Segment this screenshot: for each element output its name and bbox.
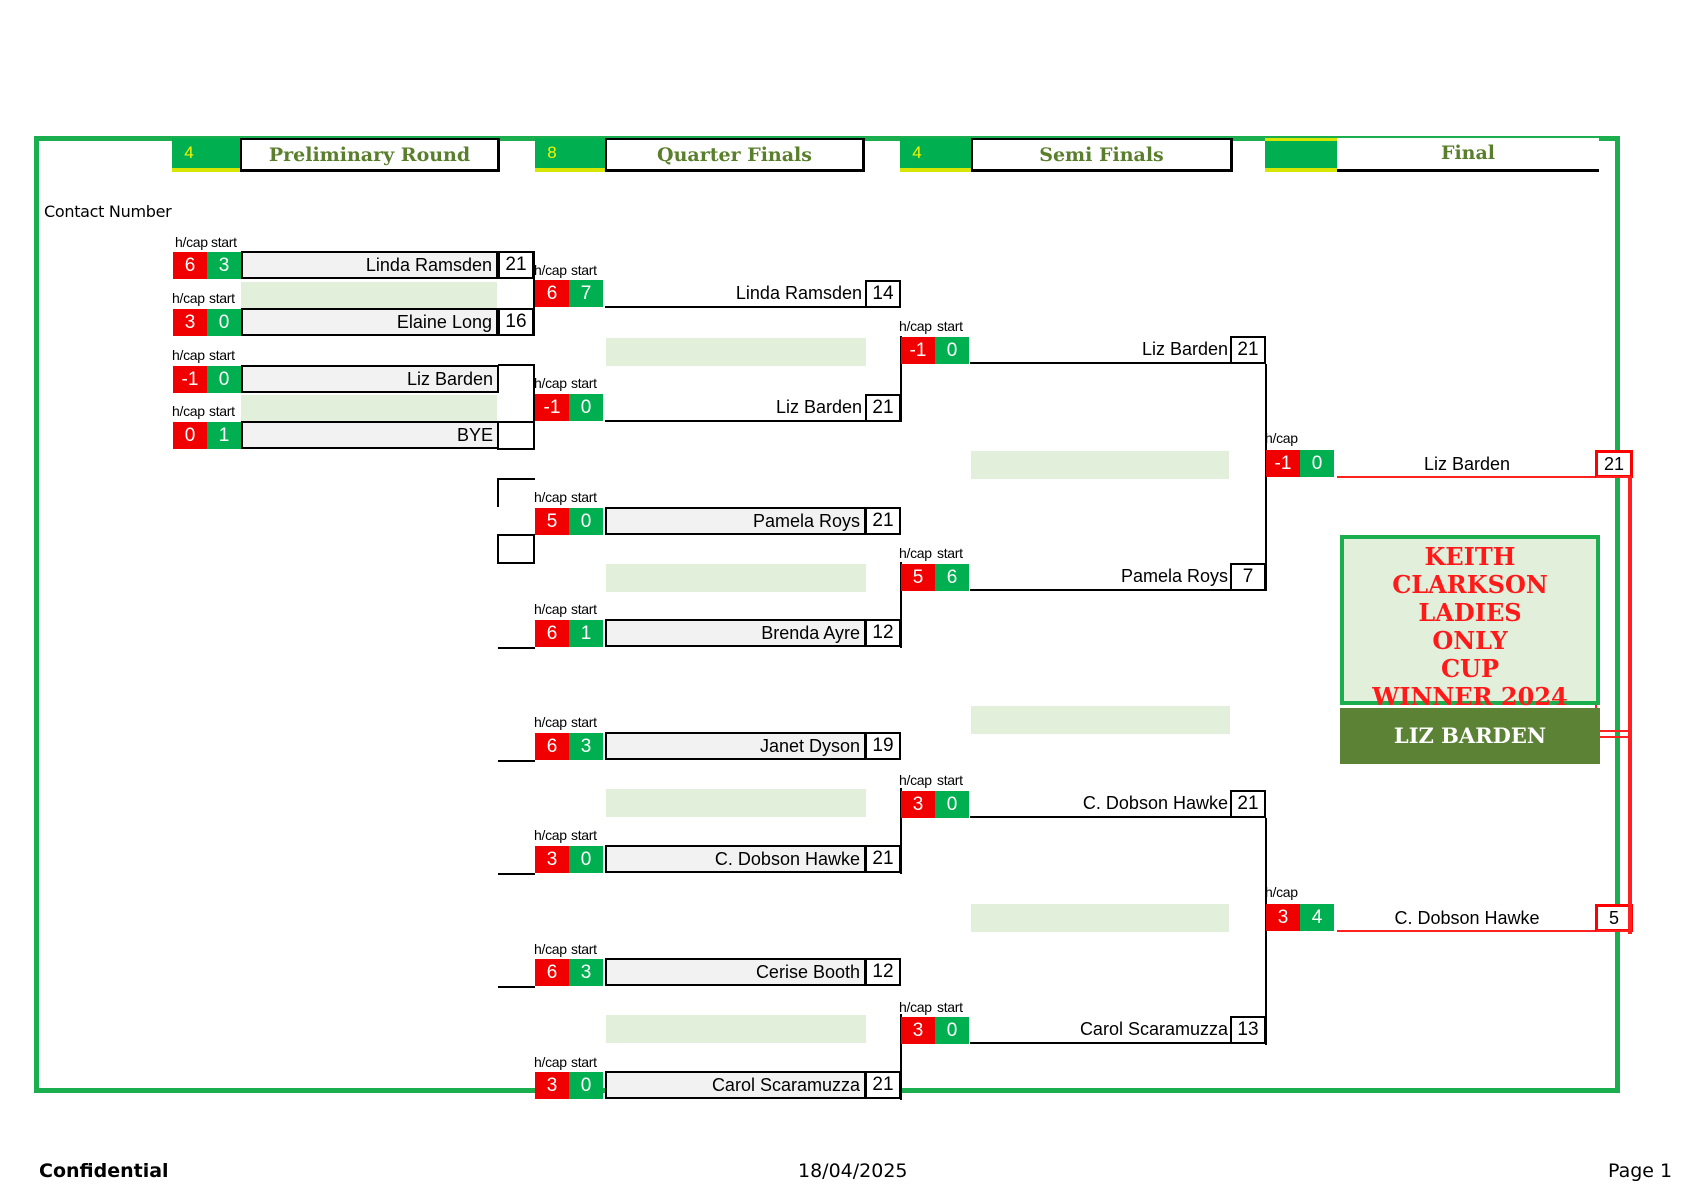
sf-1-hcap: -1 xyxy=(901,337,935,364)
prelim-2-player[interactable]: Elaine Long xyxy=(241,308,498,336)
qf-8-hcap: 3 xyxy=(535,1072,569,1099)
prelim-badge: 4 xyxy=(172,138,240,172)
prelim-4-score[interactable] xyxy=(497,421,535,450)
qf-6-hcap: 3 xyxy=(535,846,569,873)
final-header: Final xyxy=(1337,138,1599,172)
quarter-badge: 8 xyxy=(535,138,605,172)
qf-2-score[interactable]: 21 xyxy=(865,394,901,422)
prelim-3-player[interactable]: Liz Barden xyxy=(241,365,499,393)
qf-8-start: 0 xyxy=(569,1072,603,1099)
prelim-2-hcap: 3 xyxy=(173,309,207,336)
sf-4-player[interactable]: Carol Scaramuzza xyxy=(970,1016,1232,1044)
final-2-hcap: 3 xyxy=(1266,904,1300,931)
spare-box-1 xyxy=(497,478,535,507)
sf-4-hcap: 3 xyxy=(901,1017,935,1044)
prelim-2-score[interactable]: 16 xyxy=(498,308,534,336)
footer-date: 18/04/2025 xyxy=(798,1160,908,1182)
sf-2-hcap: 5 xyxy=(901,564,935,591)
qf-7-hcap: 6 xyxy=(535,959,569,986)
qf-4-start: 1 xyxy=(569,620,603,647)
sf-4-start: 0 xyxy=(935,1017,969,1044)
sf-3-hcap: 3 xyxy=(901,791,935,818)
qf-1-hcap: 6 xyxy=(535,280,569,307)
qf-6-player[interactable]: C. Dobson Hawke xyxy=(605,845,866,873)
qf-3-start: 0 xyxy=(569,508,603,535)
qf-3-score[interactable]: 21 xyxy=(865,507,901,535)
prelim-4-hcap: 0 xyxy=(173,422,207,449)
sf-1-score[interactable]: 21 xyxy=(1230,336,1266,364)
final-1-hcap: -1 xyxy=(1266,450,1300,477)
qf-6-start: 0 xyxy=(569,846,603,873)
quarter-header: Quarter Finals xyxy=(605,138,865,172)
prelim-4-player[interactable]: BYE xyxy=(241,421,499,449)
qf-8-score[interactable]: 21 xyxy=(865,1071,901,1099)
qf-4-player[interactable]: Brenda Ayre xyxy=(605,619,866,647)
qf-7-player[interactable]: Cerise Booth xyxy=(605,958,866,986)
qf-5-player[interactable]: Janet Dyson xyxy=(605,732,866,760)
sf-3-score[interactable]: 21 xyxy=(1230,790,1266,818)
contact-number-label: Contact Number xyxy=(44,202,172,221)
final-2-start: 4 xyxy=(1300,904,1334,931)
prelim-header: Preliminary Round xyxy=(240,138,500,172)
sf-3-player[interactable]: C. Dobson Hawke xyxy=(970,790,1232,818)
sf-4-score[interactable]: 13 xyxy=(1230,1016,1266,1044)
qf-5-score[interactable]: 19 xyxy=(865,732,901,760)
prelim-2-start: 0 xyxy=(207,309,241,336)
final-badge xyxy=(1265,138,1337,172)
sf-1-player[interactable]: Liz Barden xyxy=(970,336,1232,364)
final-1-start: 0 xyxy=(1300,450,1334,477)
semi-badge: 4 xyxy=(900,138,971,172)
qf-5-start: 3 xyxy=(569,733,603,760)
prelim-1-score[interactable]: 21 xyxy=(498,251,534,279)
final-2-player[interactable]: C. Dobson Hawke xyxy=(1337,904,1597,932)
sf-2-player[interactable]: Pamela Roys xyxy=(970,563,1232,591)
qf-7-score[interactable]: 12 xyxy=(865,958,901,986)
sf-3-start: 0 xyxy=(935,791,969,818)
qf-8-player[interactable]: Carol Scaramuzza xyxy=(605,1071,866,1099)
qf-4-hcap: 6 xyxy=(535,620,569,647)
qf-6-score[interactable]: 21 xyxy=(865,845,901,873)
footer-page: Page 1 xyxy=(1608,1160,1673,1182)
qf-1-player[interactable]: Linda Ramsden xyxy=(605,280,866,308)
final-1-player[interactable]: Liz Barden xyxy=(1337,450,1597,478)
semi-header: Semi Finals xyxy=(971,138,1233,172)
prelim-3-start: 0 xyxy=(207,366,241,393)
prelim-4-start: 1 xyxy=(207,422,241,449)
qf-1-score[interactable]: 14 xyxy=(865,280,901,308)
qf-2-hcap: -1 xyxy=(535,394,569,421)
qf-5-hcap: 6 xyxy=(535,733,569,760)
prelim-3-hcap: -1 xyxy=(173,366,207,393)
final-1-score[interactable]: 21 xyxy=(1595,450,1633,478)
trophy-title: KEITH CLARKSON LADIES ONLY CUP WINNER 20… xyxy=(1340,535,1600,711)
qf-7-start: 3 xyxy=(569,959,603,986)
prelim-1-player[interactable]: Linda Ramsden xyxy=(241,251,498,279)
qf-2-player[interactable]: Liz Barden xyxy=(605,394,866,422)
sf-1-start: 0 xyxy=(935,337,969,364)
prelim-1-start: 3 xyxy=(207,252,241,279)
footer-confidential: Confidential xyxy=(39,1160,169,1182)
winner-name: LIZ BARDEN xyxy=(1340,708,1600,764)
spare-box-2 xyxy=(497,534,535,564)
sf-2-score[interactable]: 7 xyxy=(1230,563,1266,591)
qf-3-player[interactable]: Pamela Roys xyxy=(605,507,866,535)
qf-1-start: 7 xyxy=(569,280,603,307)
sf-2-start: 6 xyxy=(935,564,969,591)
qf-2-start: 0 xyxy=(569,394,603,421)
qf-4-score[interactable]: 12 xyxy=(865,619,901,647)
prelim-1-hcap: 6 xyxy=(173,252,207,279)
qf-3-hcap: 5 xyxy=(535,508,569,535)
